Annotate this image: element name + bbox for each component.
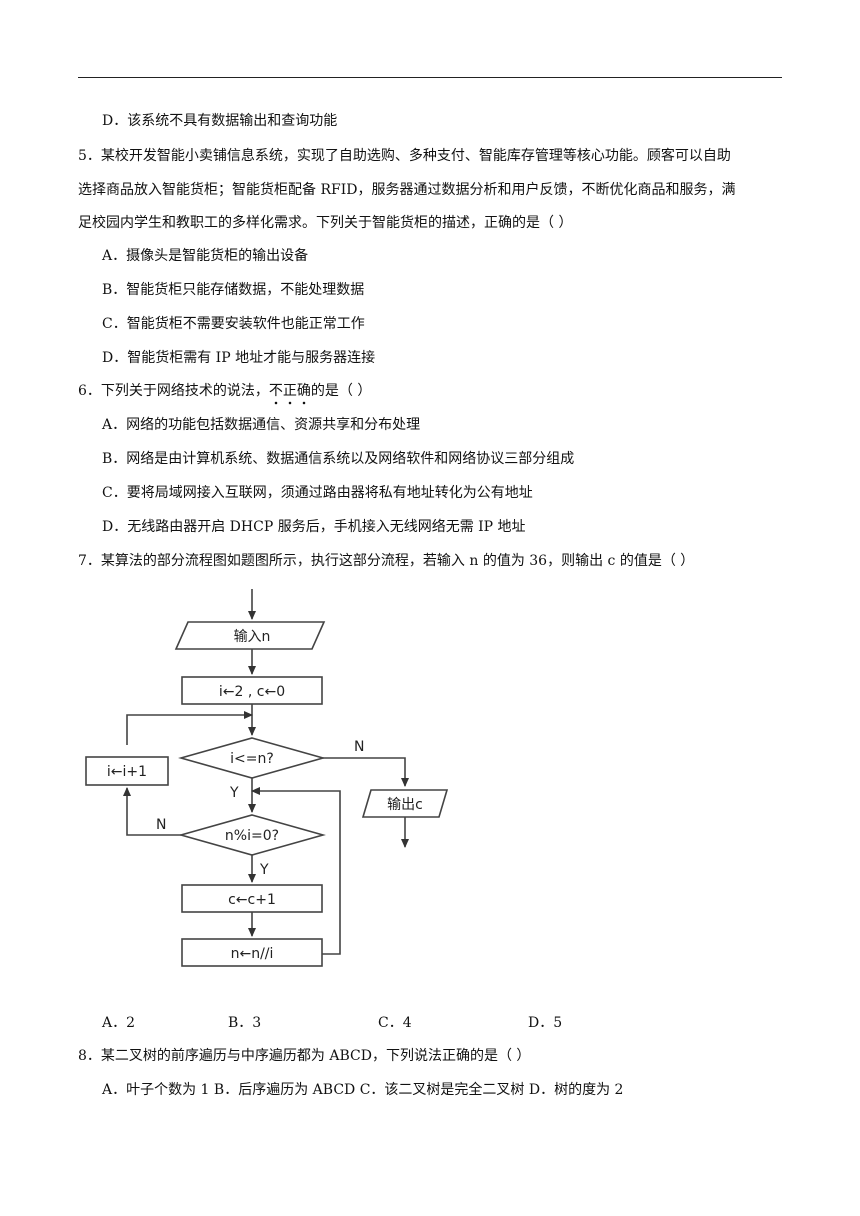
q5-stem-line-2: 选择商品放入智能货柜；智能货柜配备 RFID，服务器通过数据分析和用户反馈，不断… xyxy=(78,182,736,198)
q5-stem-line-3: 足校园内学生和教职工的多样化需求。下列关于智能货柜的描述，正确的是（ ） xyxy=(78,215,573,231)
flow-output-box xyxy=(361,789,449,818)
flow-input-box xyxy=(174,621,326,650)
q7-option-c: C．4 xyxy=(378,1015,412,1031)
q6-option-a: A．网络的功能包括数据通信、资源共享和分布处理 xyxy=(102,417,421,433)
q5-option-d: D．智能货柜需有 IP 地址才能与服务器连接 xyxy=(102,350,376,366)
q8-options: A．叶子个数为 1 B．后序遍历为 ABCD C．该二叉树是完全二叉树 D．树的… xyxy=(102,1082,624,1098)
flow-yes-label-1: Y xyxy=(229,785,239,801)
flow-input-label: 输入n xyxy=(234,629,271,645)
q7-option-b: B．3 xyxy=(228,1015,262,1031)
flow-condition-2-label: n%i=0? xyxy=(225,828,279,844)
q5-option-c: C．智能货柜不需要安装软件也能正常工作 xyxy=(102,316,365,332)
flow-init-label: i←2 , c←0 xyxy=(219,684,285,700)
q7-option-a: A．2 xyxy=(102,1015,136,1031)
flow-no-label-2: N xyxy=(156,817,166,833)
flow-increment-c-label: c←c+1 xyxy=(228,892,276,908)
q4-option-d: D．该系统不具有数据输出和查询功能 xyxy=(102,113,338,129)
q6-stem-emphasis: 不正确 xyxy=(268,383,311,399)
header-rule xyxy=(78,77,782,78)
q8-stem: 8．某二叉树的前序遍历与中序遍历都为 ABCD，下列说法正确的是（ ） xyxy=(78,1048,531,1064)
q5-stem-line-1: 5．某校开发智能小卖铺信息系统，实现了自助选购、多种支付、智能库存管理等核心功能… xyxy=(78,148,731,164)
q7-stem: 7．某算法的部分流程图如题图所示，执行这部分流程，若输入 n 的值为 36，则输… xyxy=(78,553,695,569)
flow-increment-i-box xyxy=(85,756,169,786)
q6-option-d: D．无线路由器开启 DHCP 服务后，手机接入无线网络无需 IP 地址 xyxy=(102,519,526,535)
q6-stem: 6．下列关于网络技术的说法，不正确的是（ ） xyxy=(78,381,371,401)
flow-output-label: 输出c xyxy=(387,797,423,813)
q6-stem-post: 的是（ ） xyxy=(310,383,372,399)
q6-option-b: B．网络是由计算机系统、数据通信系统以及网络软件和网络协议三部分组成 xyxy=(102,451,575,467)
flow-divide-n-label: n←n//i xyxy=(231,946,274,962)
flow-yes-label-2: Y xyxy=(259,862,269,878)
flow-divide-n-box xyxy=(181,938,323,967)
q6-stem-pre: 6．下列关于网络技术的说法， xyxy=(78,383,269,399)
q7-option-d: D．5 xyxy=(528,1015,563,1031)
flow-condition-1-label: i<=n? xyxy=(230,751,274,767)
flow-no-label-1: N xyxy=(354,739,364,755)
q6-option-c: C．要将局域网接入互联网，须通过路由器将私有地址转化为公有地址 xyxy=(102,485,533,501)
q5-option-a: A．摄像头是智能货柜的输出设备 xyxy=(102,248,309,264)
flowchart: 输入n i←2 , c←0 i<=n? n%i=0? i←i+1 c←c+1 n… xyxy=(85,589,449,967)
flow-increment-i-label: i←i+1 xyxy=(107,764,147,780)
q5-option-b: B．智能货柜只能存储数据，不能处理数据 xyxy=(102,282,365,298)
